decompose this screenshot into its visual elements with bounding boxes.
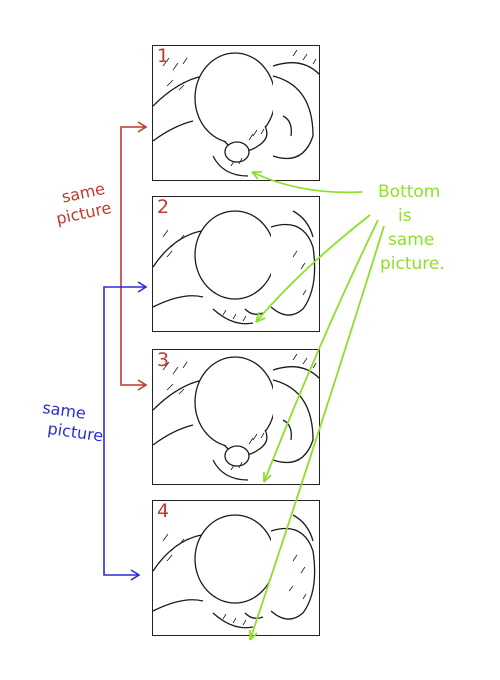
panel-4-number: 4 xyxy=(157,500,170,522)
green-note-bottom-is-same-picture: Bottom is same picture. xyxy=(378,180,445,276)
blue-note-same-picture: same picture xyxy=(38,398,107,447)
green-note-line-3: same xyxy=(388,230,435,250)
comic-panel-1: 1 xyxy=(152,45,320,181)
green-note-line-1: Bottom xyxy=(378,182,441,202)
panel-1-number: 1 xyxy=(157,45,170,67)
panel-3-drawing xyxy=(153,353,319,481)
panel-3-number: 3 xyxy=(157,349,170,371)
comic-panel-2: 2 xyxy=(152,196,320,332)
comic-panel-4: 4 xyxy=(152,500,320,636)
green-note-line-2: is xyxy=(398,206,412,226)
panel-4-drawing xyxy=(153,514,316,629)
comic-panel-3: 3 xyxy=(152,349,320,485)
red-bracket-arrow xyxy=(120,121,148,391)
panel-1-drawing xyxy=(153,49,319,177)
blue-bracket-arrow xyxy=(103,281,148,581)
red-note-same-picture: same picture xyxy=(54,178,113,228)
panel-2-drawing xyxy=(153,210,316,325)
panel-2-number: 2 xyxy=(157,196,170,218)
green-note-line-4: picture. xyxy=(380,254,445,274)
